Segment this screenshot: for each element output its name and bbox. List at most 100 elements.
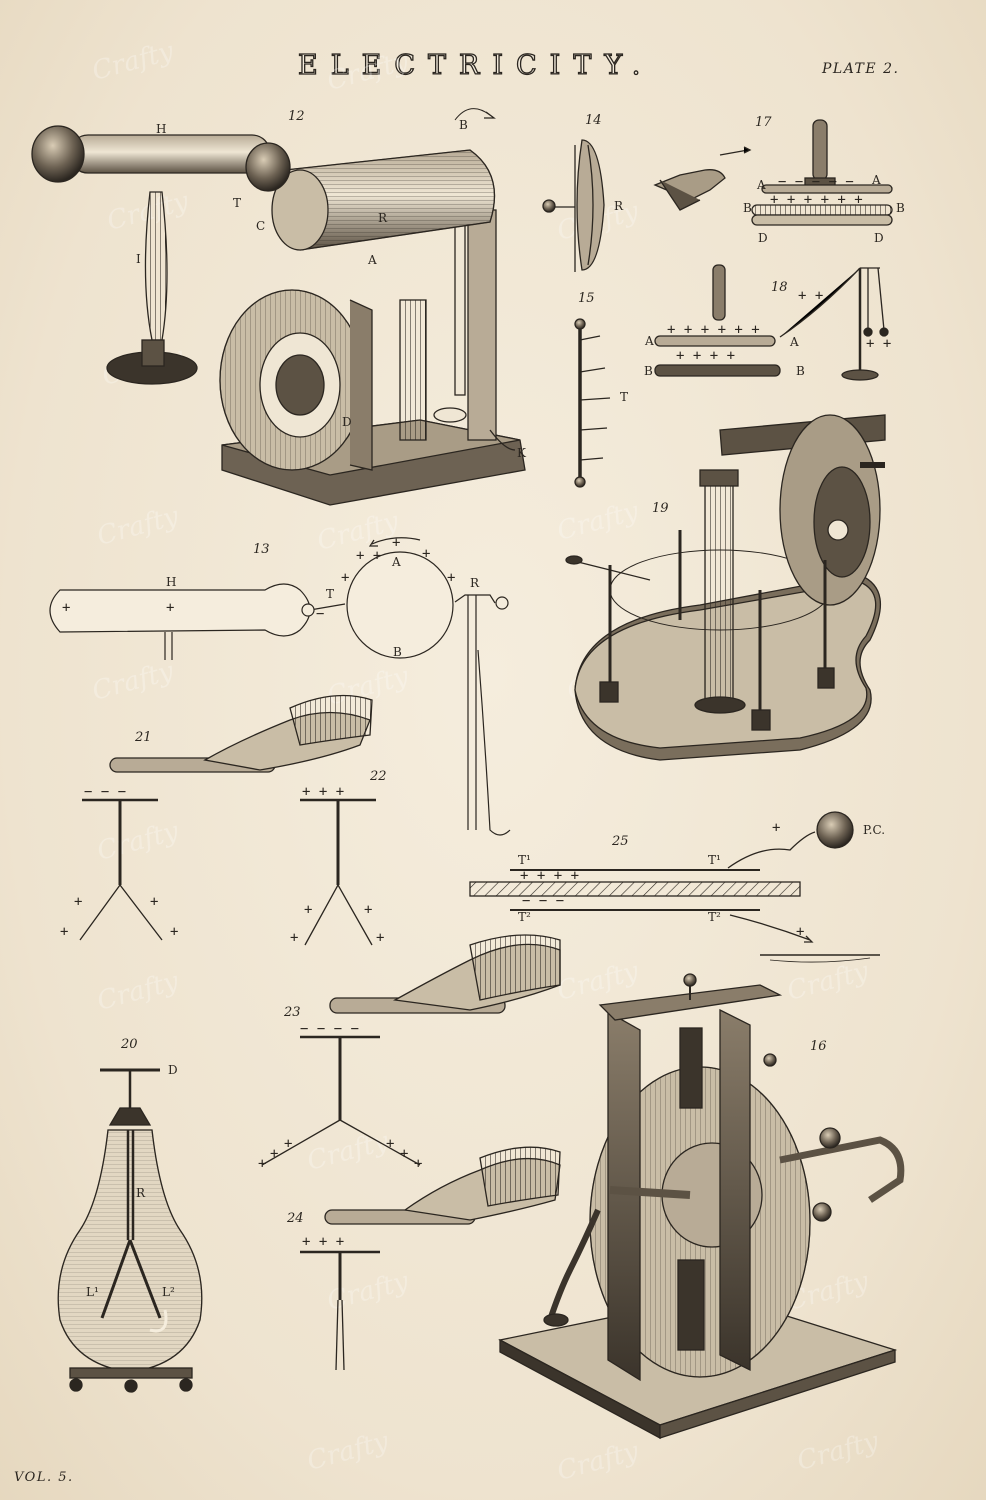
- watermark: Crafty: [554, 956, 642, 1006]
- figure-17-labels: 17 A A B B D D − − − − − + + + + + +: [743, 115, 905, 245]
- svg-text:+: +: [400, 1146, 408, 1162]
- label-d: D: [168, 1063, 178, 1077]
- svg-text:+: +: [392, 535, 400, 551]
- figure-24-electroscope: [300, 1146, 561, 1371]
- figure-25-labels: 25 T¹ T¹ T² T² P.C. + + + + − − − + +: [518, 820, 885, 940]
- svg-text:+ +: + +: [798, 288, 823, 304]
- figure-16-plate-machine: [498, 973, 905, 1440]
- figure-15-comb-rod: [574, 318, 611, 488]
- watermark: Crafty: [94, 966, 182, 1016]
- label-d: D: [758, 231, 768, 245]
- svg-text:− − −: − − −: [84, 784, 126, 800]
- svg-text:−: −: [316, 606, 324, 622]
- figure-12-cylinder-machine: [31, 108, 526, 506]
- figure-number: 15: [578, 291, 595, 306]
- svg-text:+: +: [166, 600, 174, 616]
- figure-25-condenser: [469, 811, 880, 963]
- label-t: T: [233, 196, 241, 210]
- watermark: Crafty: [94, 501, 182, 551]
- label-c: C: [256, 219, 265, 233]
- svg-text:+: +: [304, 902, 312, 918]
- svg-text:+: +: [386, 1136, 394, 1152]
- svg-text:+: +: [150, 894, 158, 910]
- svg-text:+ + +: + + +: [302, 784, 344, 800]
- figure-number: 21: [134, 730, 152, 745]
- figure-number: 14: [585, 113, 602, 128]
- label-a: A: [789, 335, 799, 349]
- figure-18-labels: 18 A A B B + + + + + + + + + + + + + +: [644, 280, 891, 378]
- svg-text:+: +: [364, 902, 372, 918]
- label-b: B: [896, 201, 905, 215]
- label-r: R: [470, 576, 480, 590]
- label-t2: T²: [518, 910, 531, 924]
- figure-20-labels: 20 D R L¹ L²: [86, 1037, 178, 1299]
- label-pc: P.C.: [863, 823, 885, 837]
- svg-text:+: +: [341, 570, 349, 586]
- figure-number: 23: [283, 1005, 301, 1020]
- figure-23-labels: 23 − − − − +++ +++: [258, 1005, 422, 1172]
- figure-12-labels: 12 H B T C R I A D K: [136, 109, 527, 460]
- watermark: Crafty: [794, 1426, 882, 1476]
- watermark: Crafty: [304, 1126, 392, 1176]
- label-h: H: [166, 575, 176, 589]
- watermark: Crafty: [94, 816, 182, 866]
- svg-text:+: +: [447, 570, 455, 586]
- figure-24-labels: 24 + + +: [286, 1211, 344, 1250]
- svg-text:+: +: [414, 1156, 422, 1172]
- svg-text:+: +: [60, 924, 68, 940]
- svg-text:+ +: + +: [356, 548, 381, 564]
- figure-number: 18: [771, 280, 788, 295]
- figure-number: 19: [652, 501, 669, 516]
- label-b: B: [393, 645, 402, 659]
- label-t: T: [620, 390, 628, 404]
- figure-21-electroscope: [79, 694, 373, 941]
- label-t1: T¹: [708, 853, 721, 867]
- svg-text:+: +: [270, 1146, 278, 1162]
- svg-text:+: +: [376, 930, 384, 946]
- svg-text:+: +: [170, 924, 178, 940]
- label-b: B: [644, 364, 653, 378]
- figure-21-labels: 21 − − − ++ ++: [60, 730, 178, 940]
- label-d: D: [874, 231, 884, 245]
- figure-19-plate-machine: [565, 414, 886, 761]
- label-k: K: [517, 446, 527, 460]
- figure-number: 13: [253, 542, 270, 557]
- figure-22-labels: 22 + + + ++ ++: [290, 769, 387, 946]
- label-t2: T²: [708, 910, 721, 924]
- svg-text:+ + + +: + + + +: [676, 348, 735, 364]
- figure-number: 25: [611, 834, 629, 849]
- figure-18-electrophorus-charge: [654, 264, 889, 381]
- svg-text:+ + + + + +: + + + + + +: [770, 192, 863, 208]
- plate-title: ELECTRICITY.: [297, 49, 654, 81]
- label-r: R: [378, 211, 388, 225]
- figure-number: 17: [755, 115, 772, 130]
- figure-13-diagram: [49, 537, 511, 836]
- watermark: Crafty: [324, 46, 412, 96]
- watermark: Crafty: [554, 496, 642, 546]
- label-t: T: [326, 587, 334, 601]
- label-l1: L¹: [86, 1285, 99, 1299]
- svg-text:+: +: [62, 600, 70, 616]
- figure-13-labels: 13 H A B T R + + + + + + + + −: [62, 535, 480, 659]
- figure-14-disc: [542, 139, 605, 272]
- figure-number: 20: [120, 1037, 138, 1052]
- label-h: H: [156, 122, 166, 136]
- watermark: Crafty: [89, 36, 177, 86]
- label-a: A: [756, 178, 766, 192]
- label-r: R: [136, 1186, 146, 1200]
- svg-text:+: +: [772, 820, 780, 836]
- label-t1: T¹: [518, 853, 531, 867]
- svg-text:− − −: − − −: [522, 893, 564, 909]
- svg-text:− − − −: − − − −: [300, 1021, 359, 1037]
- svg-text:− − − − −: − − − − −: [778, 174, 854, 190]
- watermark: Crafty: [554, 1436, 642, 1486]
- watermark: Crafty: [89, 656, 177, 706]
- figure-number: 12: [288, 109, 305, 124]
- svg-text:+ + + + + +: + + + + + +: [667, 322, 760, 338]
- figure-17-electrophorus: [653, 119, 893, 226]
- label-i: I: [136, 252, 141, 266]
- label-b: B: [796, 364, 805, 378]
- figure-22-electroscope: [300, 798, 376, 946]
